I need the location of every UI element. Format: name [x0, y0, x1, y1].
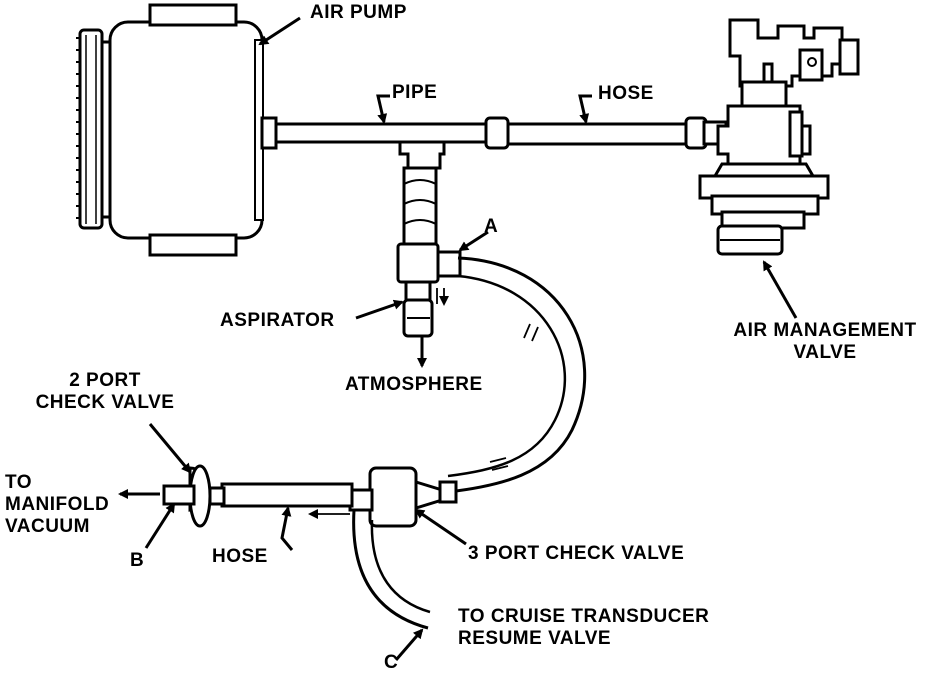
label-hose-top: HOSE: [598, 83, 654, 104]
label-air-management-valve-line2: VALVE: [793, 342, 857, 363]
label-3-port-check-valve: 3 PORT CHECK VALVE: [468, 543, 685, 564]
label-atmosphere: ATMOSPHERE: [345, 374, 483, 395]
label-point-b: B: [130, 550, 145, 571]
aspirator: [396, 166, 462, 338]
label-hose-bottom: HOSE: [212, 546, 268, 567]
label-to-manifold-vacuum: TO MANIFOLD VACUUM: [5, 472, 109, 538]
label-2-port-check-valve-line2: CHECK VALVE: [35, 392, 175, 413]
label-point-c: C: [384, 652, 399, 673]
label-to-manifold-line1: TO: [5, 472, 33, 493]
label-aspirator: ASPIRATOR: [220, 310, 335, 331]
label-2-port-check-valve: 2 PORT CHECK VALVE: [20, 370, 190, 414]
label-to-cruise-line2: RESUME VALVE: [458, 628, 612, 649]
flow-arrows: [308, 288, 539, 519]
label-point-a: A: [484, 216, 499, 237]
label-pipe: PIPE: [392, 82, 438, 103]
curved-hose: [447, 256, 587, 494]
label-air-pump: AIR PUMP: [310, 2, 407, 23]
cruise-hose: [352, 509, 431, 630]
bottom-hose-and-2-port-valve: [162, 464, 354, 528]
label-to-cruise-line1: TO CRUISE TRANSDUCER: [458, 606, 710, 627]
air-pump: [76, 3, 278, 257]
label-to-manifold-line2: MANIFOLD: [5, 494, 110, 515]
air-management-valve: [698, 18, 860, 256]
label-to-manifold-line3: VACUUM: [5, 516, 90, 537]
label-2-port-check-valve-line1: 2 PORT: [69, 370, 141, 391]
label-to-cruise-transducer: TO CRUISE TRANSDUCER RESUME VALVE: [458, 606, 709, 650]
pipe-and-hose: [274, 116, 728, 170]
leader-lines: [118, 16, 798, 661]
label-air-management-valve: AIR MANAGEMENT VALVE: [720, 320, 930, 364]
three-port-check-valve: [348, 466, 458, 528]
label-air-management-valve-line1: AIR MANAGEMENT: [733, 320, 917, 341]
